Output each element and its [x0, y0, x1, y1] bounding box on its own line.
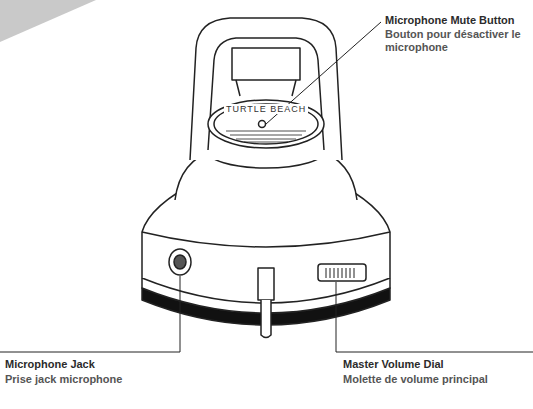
part-label-french: Molette de volume principal	[343, 373, 528, 386]
part-label-french: Bouton pour désactiver le microphone	[385, 28, 530, 54]
corner-tab	[0, 0, 96, 42]
part-label: Master Volume Dial	[343, 358, 528, 371]
part-label: Microphone Jack	[5, 358, 175, 371]
brand-text: TURTLE BEACH	[224, 104, 308, 114]
leader-line	[336, 282, 533, 352]
leader-line	[0, 276, 180, 352]
part-label: Microphone Mute Button	[385, 14, 530, 27]
part-label-french: Prise jack microphone	[5, 373, 175, 386]
